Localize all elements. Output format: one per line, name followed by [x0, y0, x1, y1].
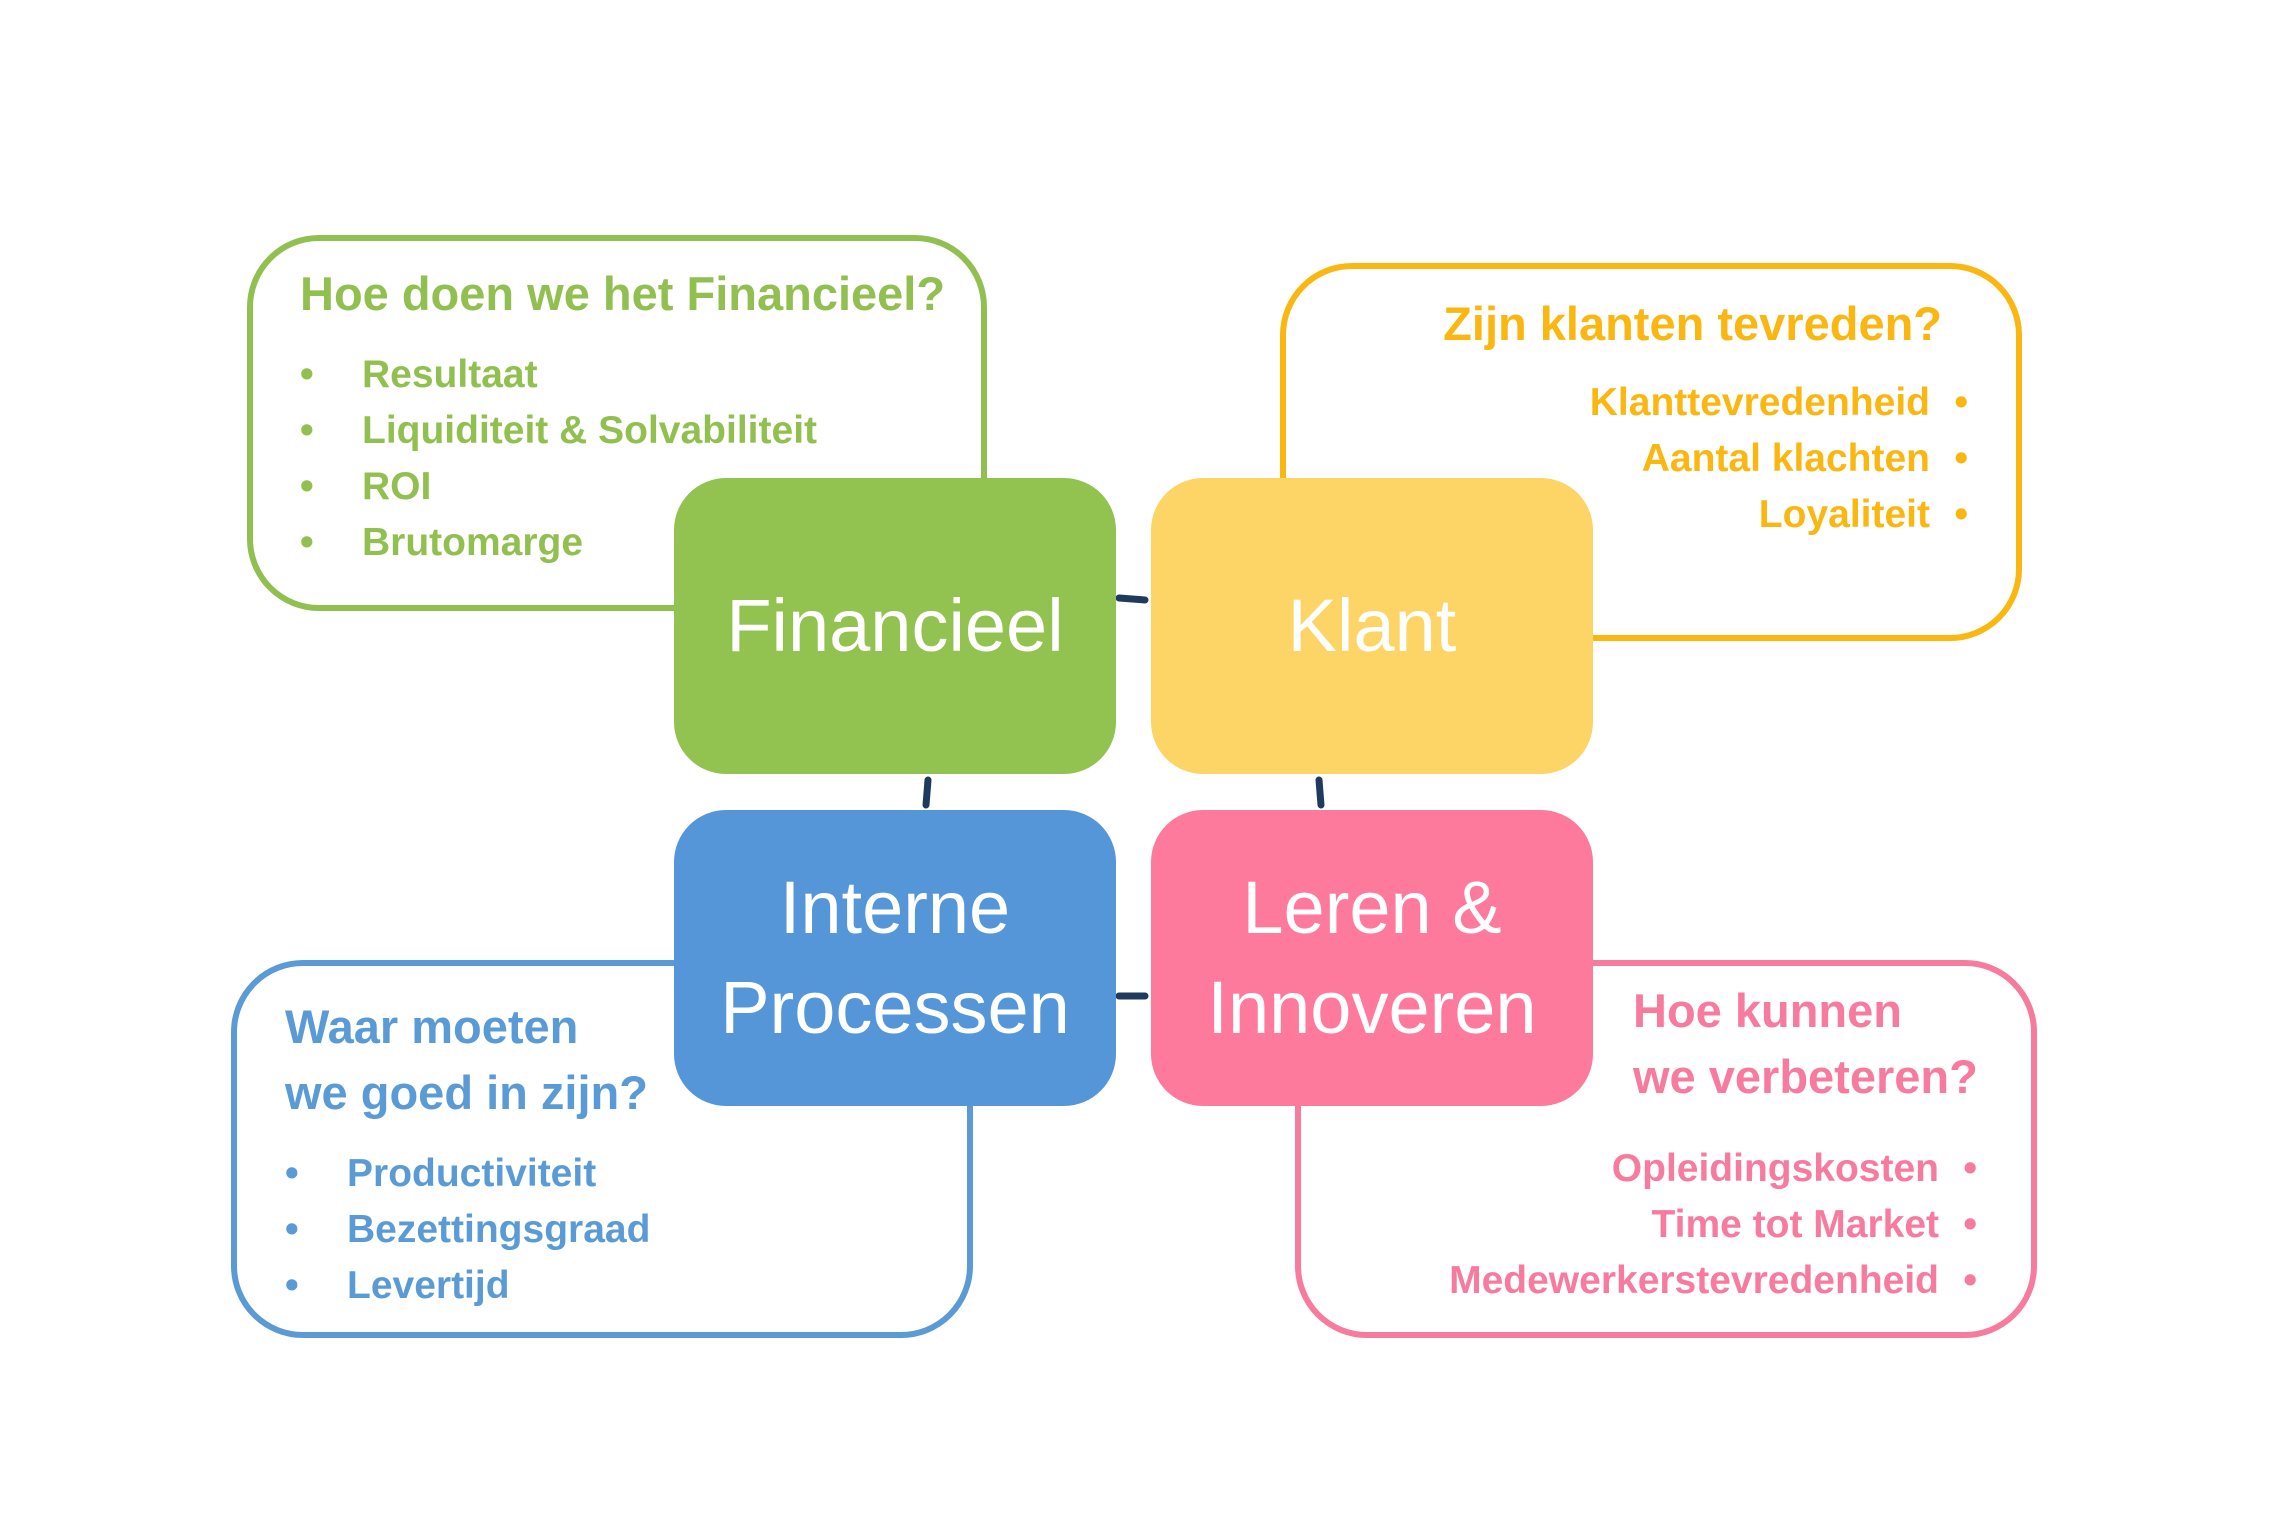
klant-question: Zijn klanten tevreden? — [1443, 297, 1942, 350]
list-item: Loyaliteit — [1590, 487, 1968, 543]
interne-processen-question: Waar moeten we goed in zijn? — [285, 994, 648, 1126]
financieel-kpi-list: Resultaat Liquiditeit & Solvabiliteit RO… — [300, 347, 817, 571]
list-item: Productiviteit — [285, 1146, 650, 1202]
klant-tile-label: Klant — [1287, 584, 1457, 667]
connector-fin-klant — [1115, 594, 1149, 604]
list-item: Levertijd — [285, 1258, 650, 1314]
tile-label-line: Innoveren — [1207, 966, 1537, 1049]
list-item: ROI — [300, 459, 817, 515]
financieel-question-box: Hoe doen we het Financieel? Resultaat Li… — [247, 235, 987, 611]
klant-tile: Klant — [1151, 478, 1593, 774]
klant-kpi-list: Klanttevredenheid Aantal klachten Loyali… — [1590, 375, 1969, 543]
interne-processen-tile: Interne Processen — [674, 810, 1116, 1106]
question-line: we verbeteren? — [1633, 1049, 1978, 1103]
list-item: Time tot Market — [1449, 1197, 1977, 1253]
connector-klant-ler — [1315, 776, 1325, 809]
list-item: Liquiditeit & Solvabiliteit — [300, 403, 817, 459]
leren-innoveren-kpi-list: Opleidingskosten Time tot Market Medewer… — [1449, 1141, 1977, 1309]
connector-fin-int — [922, 776, 932, 809]
question-line: Waar moeten — [285, 1000, 579, 1053]
leren-innoveren-tile: Leren & Innoveren — [1151, 810, 1593, 1106]
list-item: Opleidingskosten — [1449, 1141, 1977, 1197]
list-item: Medewerkerstevredenheid — [1449, 1253, 1977, 1309]
list-item: Bezettingsgraad — [285, 1202, 650, 1258]
financieel-tile: Financieel — [674, 478, 1116, 774]
list-item: Klanttevredenheid — [1590, 375, 1969, 431]
tile-label-line: Processen — [720, 966, 1070, 1049]
question-line: Hoe kunnen — [1633, 984, 1902, 1037]
tile-label-line: Leren & — [1242, 866, 1502, 949]
list-item: Aantal klachten — [1590, 431, 1969, 487]
question-line: we goed in zijn? — [285, 1065, 648, 1119]
financieel-question: Hoe doen we het Financieel? — [300, 267, 946, 320]
list-item: Resultaat — [300, 347, 817, 403]
leren-innoveren-question: Hoe kunnen we verbeteren? — [1633, 978, 1978, 1110]
tile-label-line: Interne — [779, 866, 1011, 949]
list-item: Brutomarge — [300, 515, 817, 571]
financieel-tile-label: Financieel — [726, 584, 1064, 667]
interne-processen-kpi-list: Productiviteit Bezettingsgraad Levertijd — [285, 1146, 650, 1314]
